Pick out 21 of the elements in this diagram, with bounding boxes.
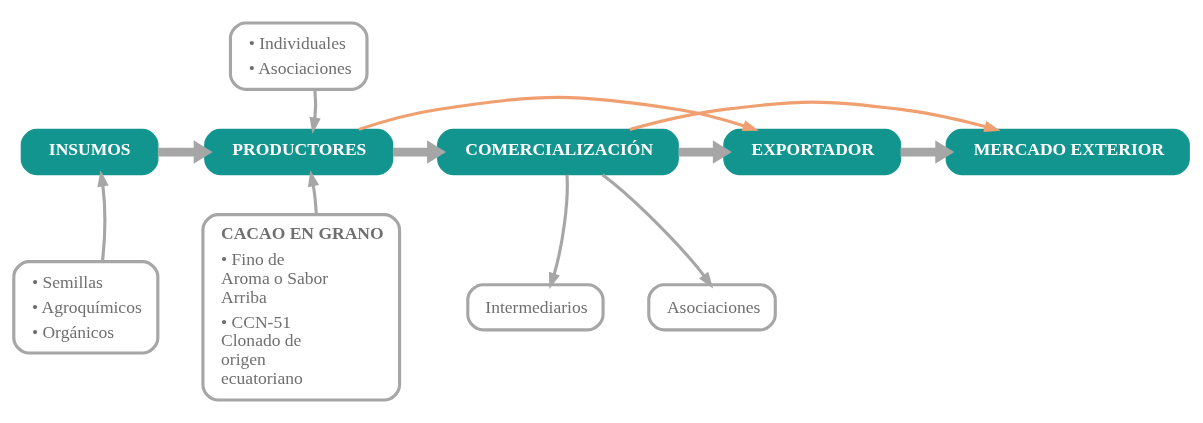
node-box: COMERCIALIZACIÓN bbox=[437, 128, 679, 176]
node-box: PRODUCTORES bbox=[204, 128, 394, 176]
arrow bbox=[307, 170, 320, 215]
arrow bbox=[601, 173, 714, 289]
arrow bbox=[900, 140, 955, 164]
node-box: • Semillas • Agroquímicos • Orgánicos bbox=[12, 260, 160, 355]
arrow bbox=[358, 95, 759, 132]
node-box: MERCADO EXTERIOR bbox=[945, 128, 1190, 176]
node-box: • Individuales • Asociaciones bbox=[228, 21, 369, 91]
node-box: Asociaciones bbox=[647, 283, 777, 332]
node-box: EXPORTADOR bbox=[723, 128, 902, 176]
arrow bbox=[548, 174, 569, 290]
arrow bbox=[629, 100, 1001, 132]
node-box: INSUMOS bbox=[20, 128, 159, 176]
arrow bbox=[392, 140, 447, 164]
arrow bbox=[678, 140, 732, 164]
arrow bbox=[97, 170, 109, 262]
arrow bbox=[158, 140, 213, 164]
node-box: CACAO EN GRANO • Fino de Aroma o Sabor Arriba • CCN-51 Clonado de origen ecuatoriano bbox=[201, 213, 402, 402]
node-box: Intermediarios bbox=[466, 283, 605, 332]
arrow bbox=[309, 89, 321, 134]
